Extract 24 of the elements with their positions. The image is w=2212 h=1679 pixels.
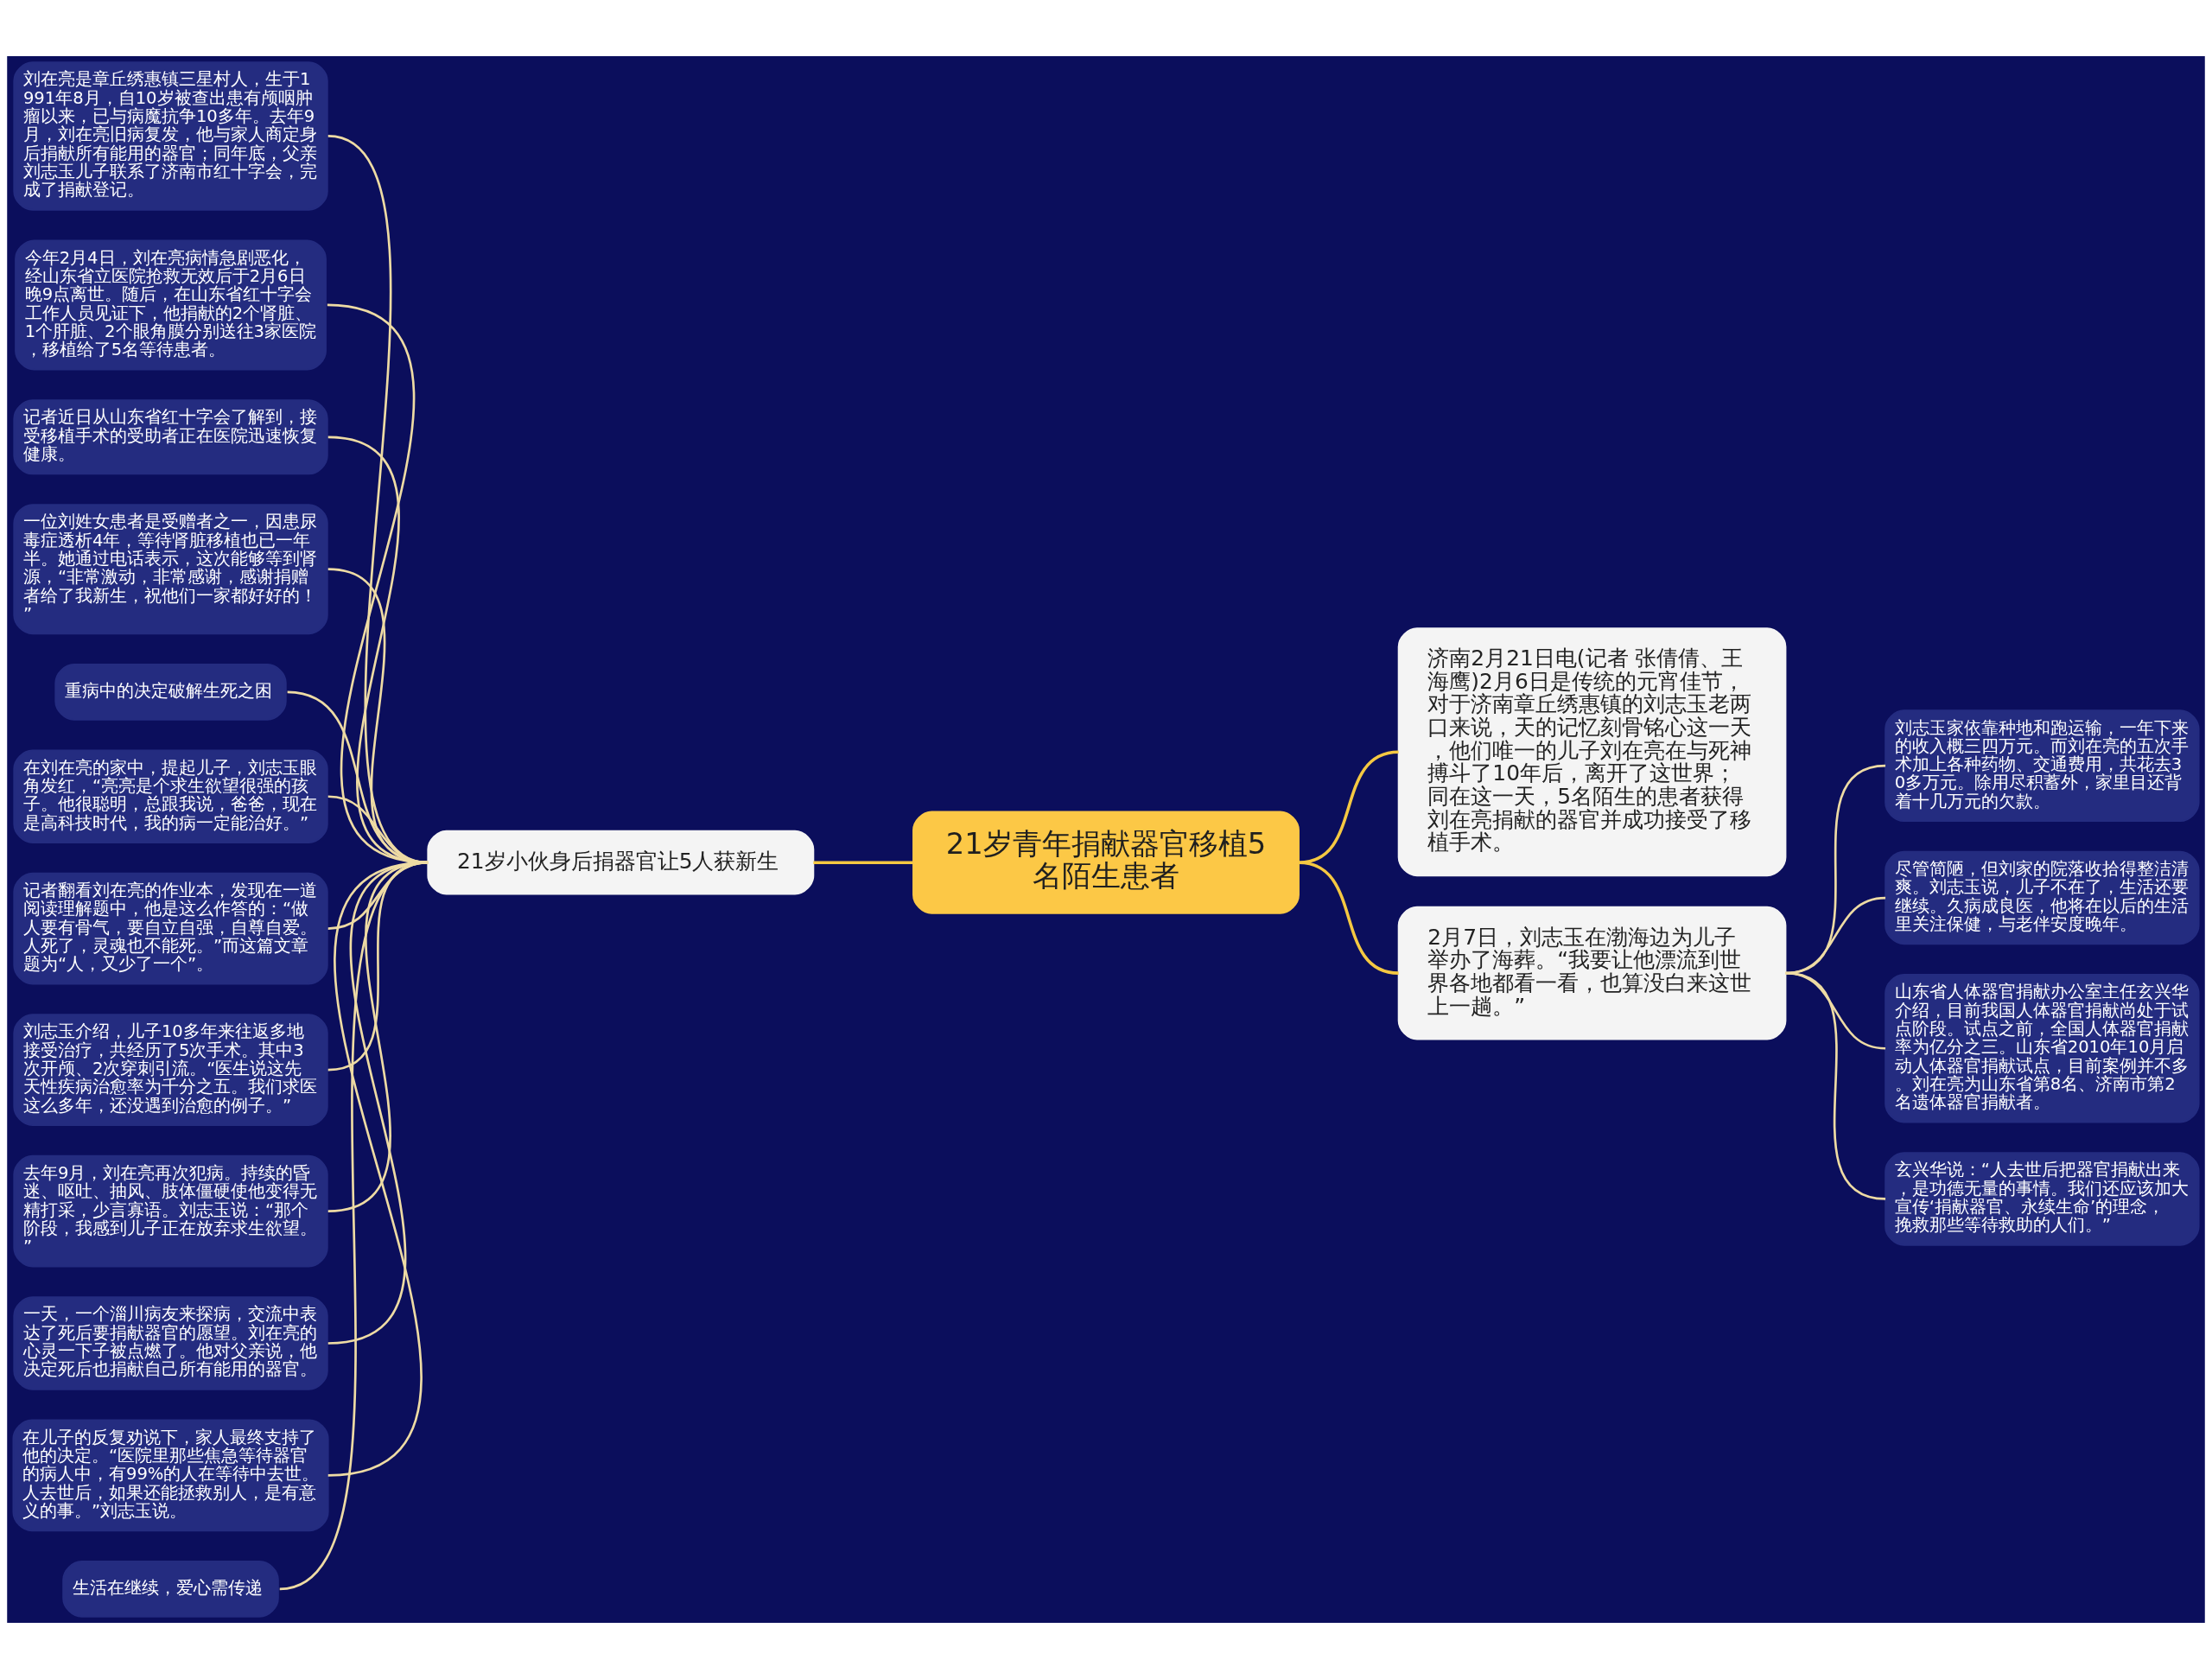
node-box: 山东省人体器官捐献办公室主任玄兴华介绍，目前我国人体器官捐献尚处于试点阶段。试点之前，全国人体器官捐献率为亿分之三。山东省2010年10月启动人体器官捐献试点，目前案例并不多。刘在亮为山东省第8名、济南市第2名遗体器官捐献者。 [1885, 974, 2200, 1123]
node-box: 尽管简陋，但刘家的院落收拾得整洁清爽。刘志玉说，儿子不在了，生活还要继续。久病成良医，他将在以后的生活里关注保健，与老伴安度晚年。 [1885, 850, 2200, 945]
node-box: 记者近日从山东省红十字会了解到，接受移植手术的受助者正在医院迅速恢复健康。 [13, 399, 328, 475]
node-box: 生活在继续，爱心需传递 [62, 1561, 279, 1618]
node-box: 21岁青年捐献器官移植5名陌生患者 [912, 811, 1300, 914]
node-box: 刘在亮是章丘绣惠镇三星村人，生于1991年8月，自10岁被查出患有颅咽肿瘤以来，已与病魔抗争10多年。去年9月，刘在亮旧病复发，他与家人商定身后捐献所有能用的器官；同年底，父亲刘志玉儿子联系了济南市红十字会，完成了捐献登记。 [13, 61, 328, 211]
node-box: 济南2月21日电(记者 张倩倩、王海鹰)2月6日是传统的元宵佳节，对于济南章丘绣惠镇的刘志玉老两口来说，天的记忆刻骨铭心这一天，他们唯一的儿子刘在亮在与死神搏斗了10年后，离开了这世界；同在这一天，5名陌生的患者获得刘在亮捐献的器官并成功接受了移植手术。 [1397, 627, 1787, 877]
node-box: 玄兴华说：“人去世后把器官捐献出来，是功德无量的事情。我们还应该加大宣传‘捐献器官、永续生命’的理念，挽救那些等待救助的人们。” [1885, 1152, 2200, 1246]
node-box: 刘志玉家依靠种地和跑运输，一年下来的收入概三四万元。而刘在亮的五次手术加上各种药物、交通费用，共花去30多万元。除用尽积蓄外，家里目还背着十几万元的欠款。 [1885, 709, 2200, 823]
node-box: 在儿子的反复劝说下，家人最终支持了他的决定。“医院里那些焦急等待器官的病人中，有99%的人在等待中去世。人去世后，如果还能拯救别人，是有意义的事。”刘志玉说。 [12, 1419, 329, 1532]
node-box: 一天，一个淄川病友来探病，交流中表达了死后要捐献器官的愿望。刘在亮的心灵一下子被点燃了。他对父亲说，他决定死后也捐献自己所有能用的器官。 [13, 1296, 328, 1390]
connector [1298, 861, 1399, 975]
node-box: 去年9月，刘在亮再次犯病。持续的昏迷、呕吐、抽风、肢体僵硬使他变得无精打采，少言寡语。刘志玉说：“那个阶段，我感到儿子正在放弃求生欲望。” [13, 1154, 328, 1268]
node-box: 2月7日，刘志玉在渤海边为儿子举办了海葬。“我要让他漂流到世界各地都看一看，也算没白来这世上一趟。” [1397, 906, 1787, 1040]
node-box: 今年2月4日，刘在亮病情急剧恶化，经山东省立医院抢救无效后于2月6日晚9点离世。随后，在山东省红十字会工作人员见证下，他捐献的2个肾脏、1个肝脏、2个眼角膜分别送往3家医院，移植给了5名等待患者。 [15, 239, 327, 371]
node-box: 记者翻看刘在亮的作业本，发现在一道阅读理解题中，他是这么作答的：“做人要有骨气，要自立自强，自尊自爱。人死了，灵魂也不能死。”而这篇文章题为“人，又少了一个”。 [13, 872, 328, 985]
node-box: 刘志玉介绍，儿子10多年来往返多地接受治疗，共经历了5次手术。其中3次开颅、2次穿刺引流。“医生说这先天性疾病治愈率为千分之五。我们求医这么多年，还没遇到治愈的例子。” [13, 1014, 328, 1126]
connector [279, 861, 429, 1591]
node-box: 21岁小伙身后捐器官让5人获新生 [427, 830, 815, 895]
node-box: 重病中的决定破解生死之困 [54, 664, 287, 721]
connector [813, 861, 913, 864]
node-box: 一位刘姓女患者是受赠者之一，因患尿毒症透析4年，等待肾脏移植也已一年半。她通过电话表示，这次能够等到肾源，“非常激动，非常感谢，感谢捐赠者给了我新生，祝他们一家都好好的！” [13, 504, 328, 635]
node-box: 在刘在亮的家中，提起儿子，刘志玉眼角发红，“亮亮是个求生欲望很强的孩子。他很聪明，总跟我说，爸爸，现在是高科技时代，我的病一定能治好。” [13, 749, 328, 843]
connector [1785, 971, 1886, 1200]
